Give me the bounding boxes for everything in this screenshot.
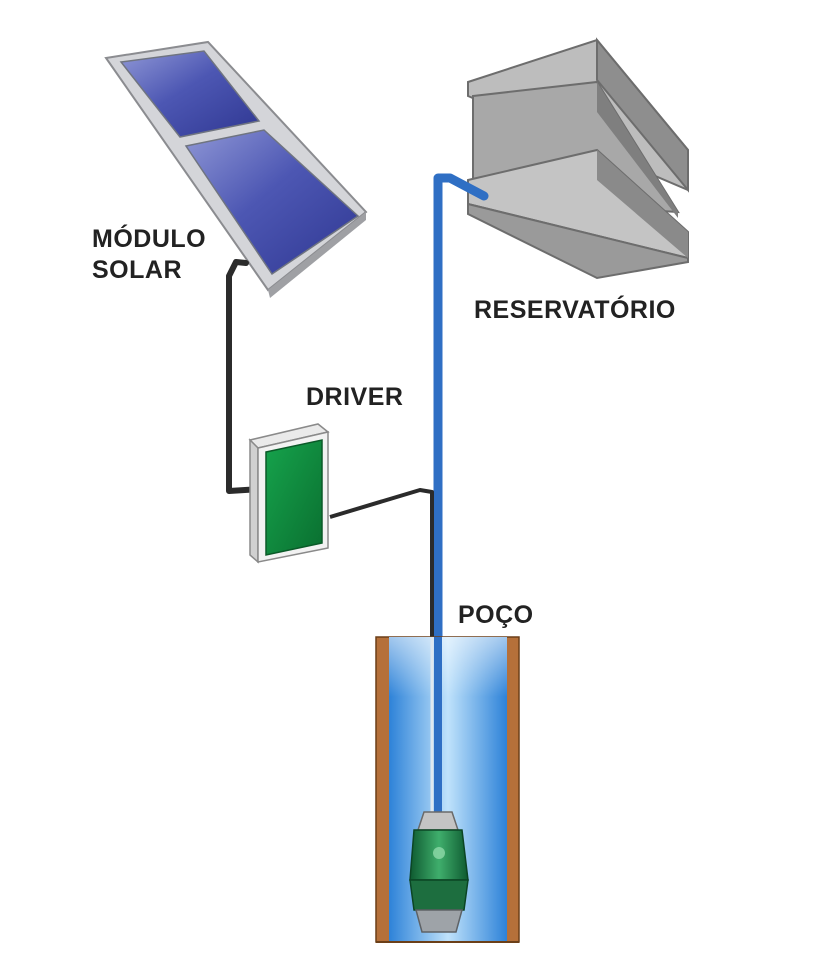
solar-module-label-line1: MÓDULO xyxy=(92,225,207,253)
solar-module-label-line2: SOLAR xyxy=(92,256,182,284)
panel-to-driver-cable xyxy=(226,259,263,494)
solar-cell-upper xyxy=(119,50,261,138)
water-pipe xyxy=(433,173,489,815)
submersible-pump xyxy=(409,811,469,933)
driver-screen xyxy=(265,439,323,556)
reservoir-label: RESERVATÓRIO xyxy=(474,296,676,324)
driver-label: DRIVER xyxy=(306,383,404,411)
well-label: POÇO xyxy=(458,601,534,629)
reservoir-tank xyxy=(467,37,689,280)
solar-cell-lower xyxy=(184,129,360,276)
solar-panel xyxy=(104,40,368,298)
driver-unit xyxy=(248,423,330,564)
